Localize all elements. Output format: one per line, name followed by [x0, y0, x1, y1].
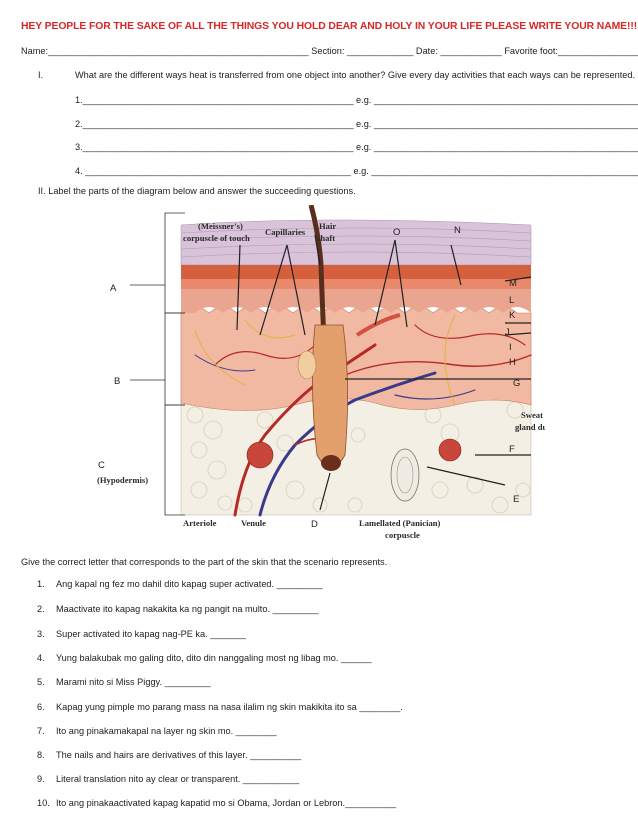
answer-row: 4. _____________________________________…: [75, 166, 638, 176]
diagram-letter-e: E: [513, 494, 520, 505]
hair-label-line1: Hair: [319, 221, 336, 231]
lamellated-label-line2: corpuscle: [385, 530, 420, 540]
capillaries-label: Capillaries: [265, 227, 306, 237]
diagram-letter-j: J: [505, 327, 510, 338]
name-line: Name:___________________________________…: [21, 46, 638, 56]
item-text: Yung balakubak mo galing dito, dito din …: [56, 653, 372, 663]
item-number: 2.: [37, 604, 45, 614]
hair-label-line2: shaft: [317, 233, 335, 243]
list-item: 9. Literal translation nito ay clear or t…: [37, 774, 299, 784]
sweat-label-line2: gland duct: [515, 422, 545, 432]
diagram-letter-m: M: [509, 278, 517, 289]
list-item: 7. Ito ang pinakamakapal na layer ng skin…: [37, 726, 277, 736]
skin-diagram: (Meissner's) corpuscle of touch Capillar…: [95, 204, 554, 545]
item-text: Ito ang pinakamakapal na layer ng skin m…: [56, 726, 277, 736]
item-number: 9.: [37, 774, 45, 784]
list-item: 10. Ito ang pinakaactivated kapag kapatid…: [37, 798, 396, 808]
venule-label: Venule: [241, 518, 266, 528]
item-number: 7.: [37, 726, 45, 736]
diagram-letter-f: F: [509, 444, 515, 455]
answer-row: 3.______________________________________…: [75, 142, 638, 152]
item-text: Marami nito si Miss Piggy. _________: [56, 677, 211, 687]
item-text: Maactivate ito kapag nakakita ka ng pang…: [56, 604, 319, 614]
list-item: 4. Yung balakubak mo galing dito, dito di…: [37, 653, 372, 663]
diagram-letter-d: D: [311, 519, 318, 530]
item-text: Ang kapal ng fez mo dahil dito kapag sup…: [56, 579, 323, 589]
diagram-letter-a: A: [110, 283, 117, 294]
meissner-label-line2: corpuscle of touch: [183, 233, 250, 243]
list-item: 5. Marami nito si Miss Piggy. _________: [37, 677, 211, 687]
item-number: 1.: [37, 579, 45, 589]
list-item: 2. Maactivate ito kapag nakakita ka ng pa…: [37, 604, 319, 614]
lamellated-label-line1: Lamellated (Panician): [359, 518, 441, 528]
item-text: Ito ang pinakaactivated kapag kapatid mo…: [56, 798, 397, 808]
question-1: I. What are the different ways heat is tr…: [38, 70, 635, 80]
instructions: Give the correct letter that corresponds…: [21, 557, 388, 567]
item-text: The nails and hairs are derivatives of t…: [56, 750, 302, 760]
diagram-letter-o: O: [393, 227, 401, 238]
item-number: 6.: [37, 702, 45, 712]
hypodermis-label: (Hypodermis): [97, 475, 148, 485]
page-header: HEY PEOPLE FOR THE SAKE OF ALL THE THING…: [21, 21, 638, 32]
item-number: 4.: [37, 653, 45, 663]
item-text: Kapag yung pimple mo parang mass na nasa…: [56, 702, 403, 712]
list-item: 1. Ang kapal ng fez mo dahil dito kapag s…: [37, 579, 323, 589]
answer-row: 2.______________________________________…: [75, 119, 638, 129]
diagram-letter-h: H: [509, 357, 516, 368]
item-number: 8.: [37, 750, 45, 760]
list-item: 3. Super activated ito kapag nag-PE ka. _…: [37, 629, 246, 639]
sweat-label-line1: Sweat: [521, 410, 543, 420]
skin-diagram-illustration: (Meissner's) corpuscle of touch Capillar…: [97, 204, 554, 540]
list-item: 6. Kapag yung pimple mo parang mass na na…: [37, 702, 403, 712]
item-number: 5.: [37, 677, 45, 687]
diagram-letter-l: L: [509, 295, 515, 306]
item-number: 10.: [37, 798, 50, 808]
answer-row: 1.______________________________________…: [75, 95, 638, 105]
diagram-letter-n: N: [454, 225, 461, 236]
item-text: Super activated ito kapag nag-PE ka. ___…: [56, 629, 247, 639]
diagram-letter-g: G: [513, 378, 521, 389]
diagram-letter-i: I: [509, 342, 512, 353]
part2-heading: II. Label the parts of the diagram below…: [38, 186, 356, 196]
list-item: 8. The nails and hairs are derivatives of…: [37, 750, 301, 760]
diagram-letter-k: K: [509, 310, 516, 321]
item-text: Literal translation nito ay clear or tra…: [56, 774, 300, 784]
meissner-label-line1: (Meissner's): [198, 221, 243, 231]
arteriole-label: Arteriole: [183, 518, 217, 528]
question-1-text: What are the different ways heat is tran…: [75, 70, 636, 80]
item-number: 3.: [37, 629, 45, 639]
diagram-letter-c: C: [98, 460, 105, 471]
question-1-numeral: I.: [38, 70, 44, 80]
diagram-letter-b: B: [114, 376, 121, 387]
